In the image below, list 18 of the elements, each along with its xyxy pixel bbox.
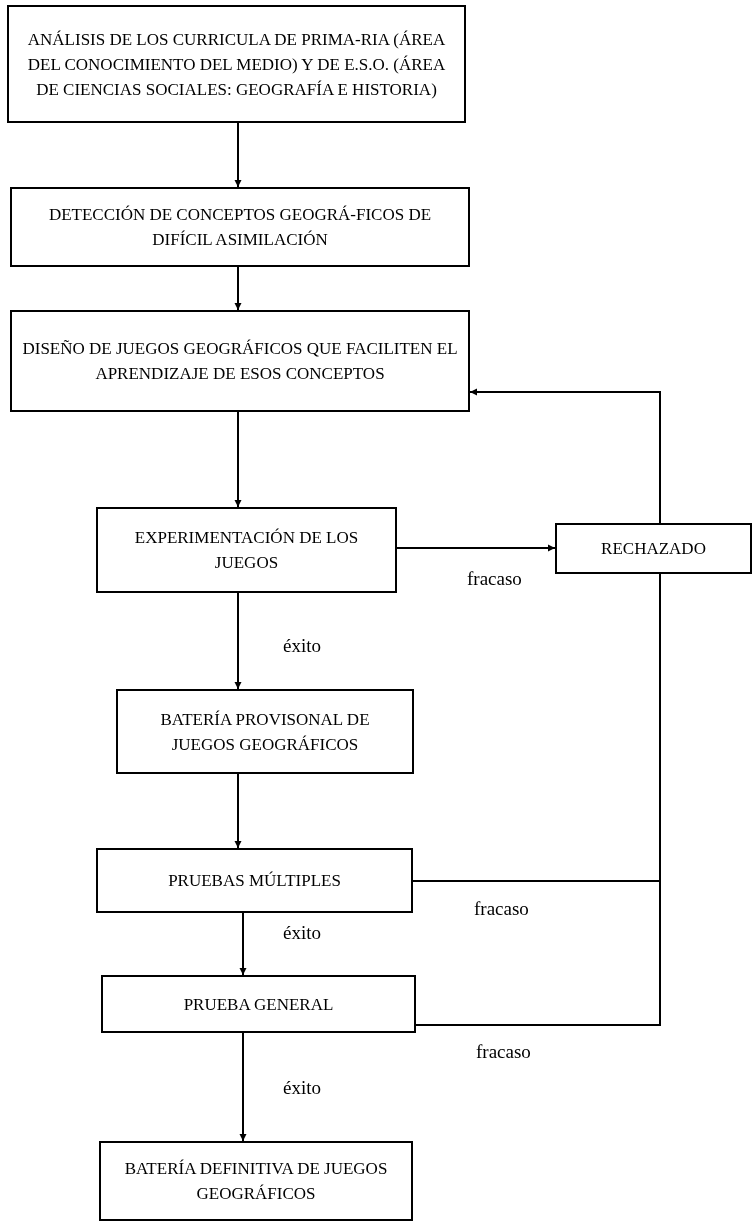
process-box: DISEÑO DE JUEGOS GEOGRÁFICOS QUE FACILITEN EL APRENDIZAJE DE ESOS CONCEPTOS [10,310,470,412]
arrow [469,388,661,524]
arrow [396,544,556,552]
process-box: PRUEBA GENERAL [101,975,416,1033]
process-box: PRUEBAS MÚLTIPLES [96,848,413,913]
process-box: RECHAZADO [555,523,752,574]
arrow [234,266,242,311]
process-box: ANÁLISIS DE LOS CURRICULA DE PRIMA-RIA (ÁREA DEL CONOCIMIENTO DEL MEDIO) Y DE E.S.O. (ÁREA DE CIENCIAS SOCIALES: GEOGRAFÍA E HISTORIA) [7,5,466,123]
arrow [239,912,247,976]
process-box: BATERÍA PROVISONAL DE JUEGOS GEOGRÁFICOS [116,689,414,774]
arrow [239,1032,247,1142]
process-box: EXPERIMENTACIÓN DE LOS JUEGOS [96,507,397,593]
process-box: DETECCIÓN DE CONCEPTOS GEOGRÁ-FICOS DE DIFÍCIL ASIMILACIÓN [10,187,470,267]
process-box: BATERÍA DEFINITIVA DE JUEGOS GEOGRÁFICOS [99,1141,413,1221]
arrow [234,411,242,508]
arrow [234,773,242,849]
arrow [234,122,242,188]
arrow [234,592,242,690]
